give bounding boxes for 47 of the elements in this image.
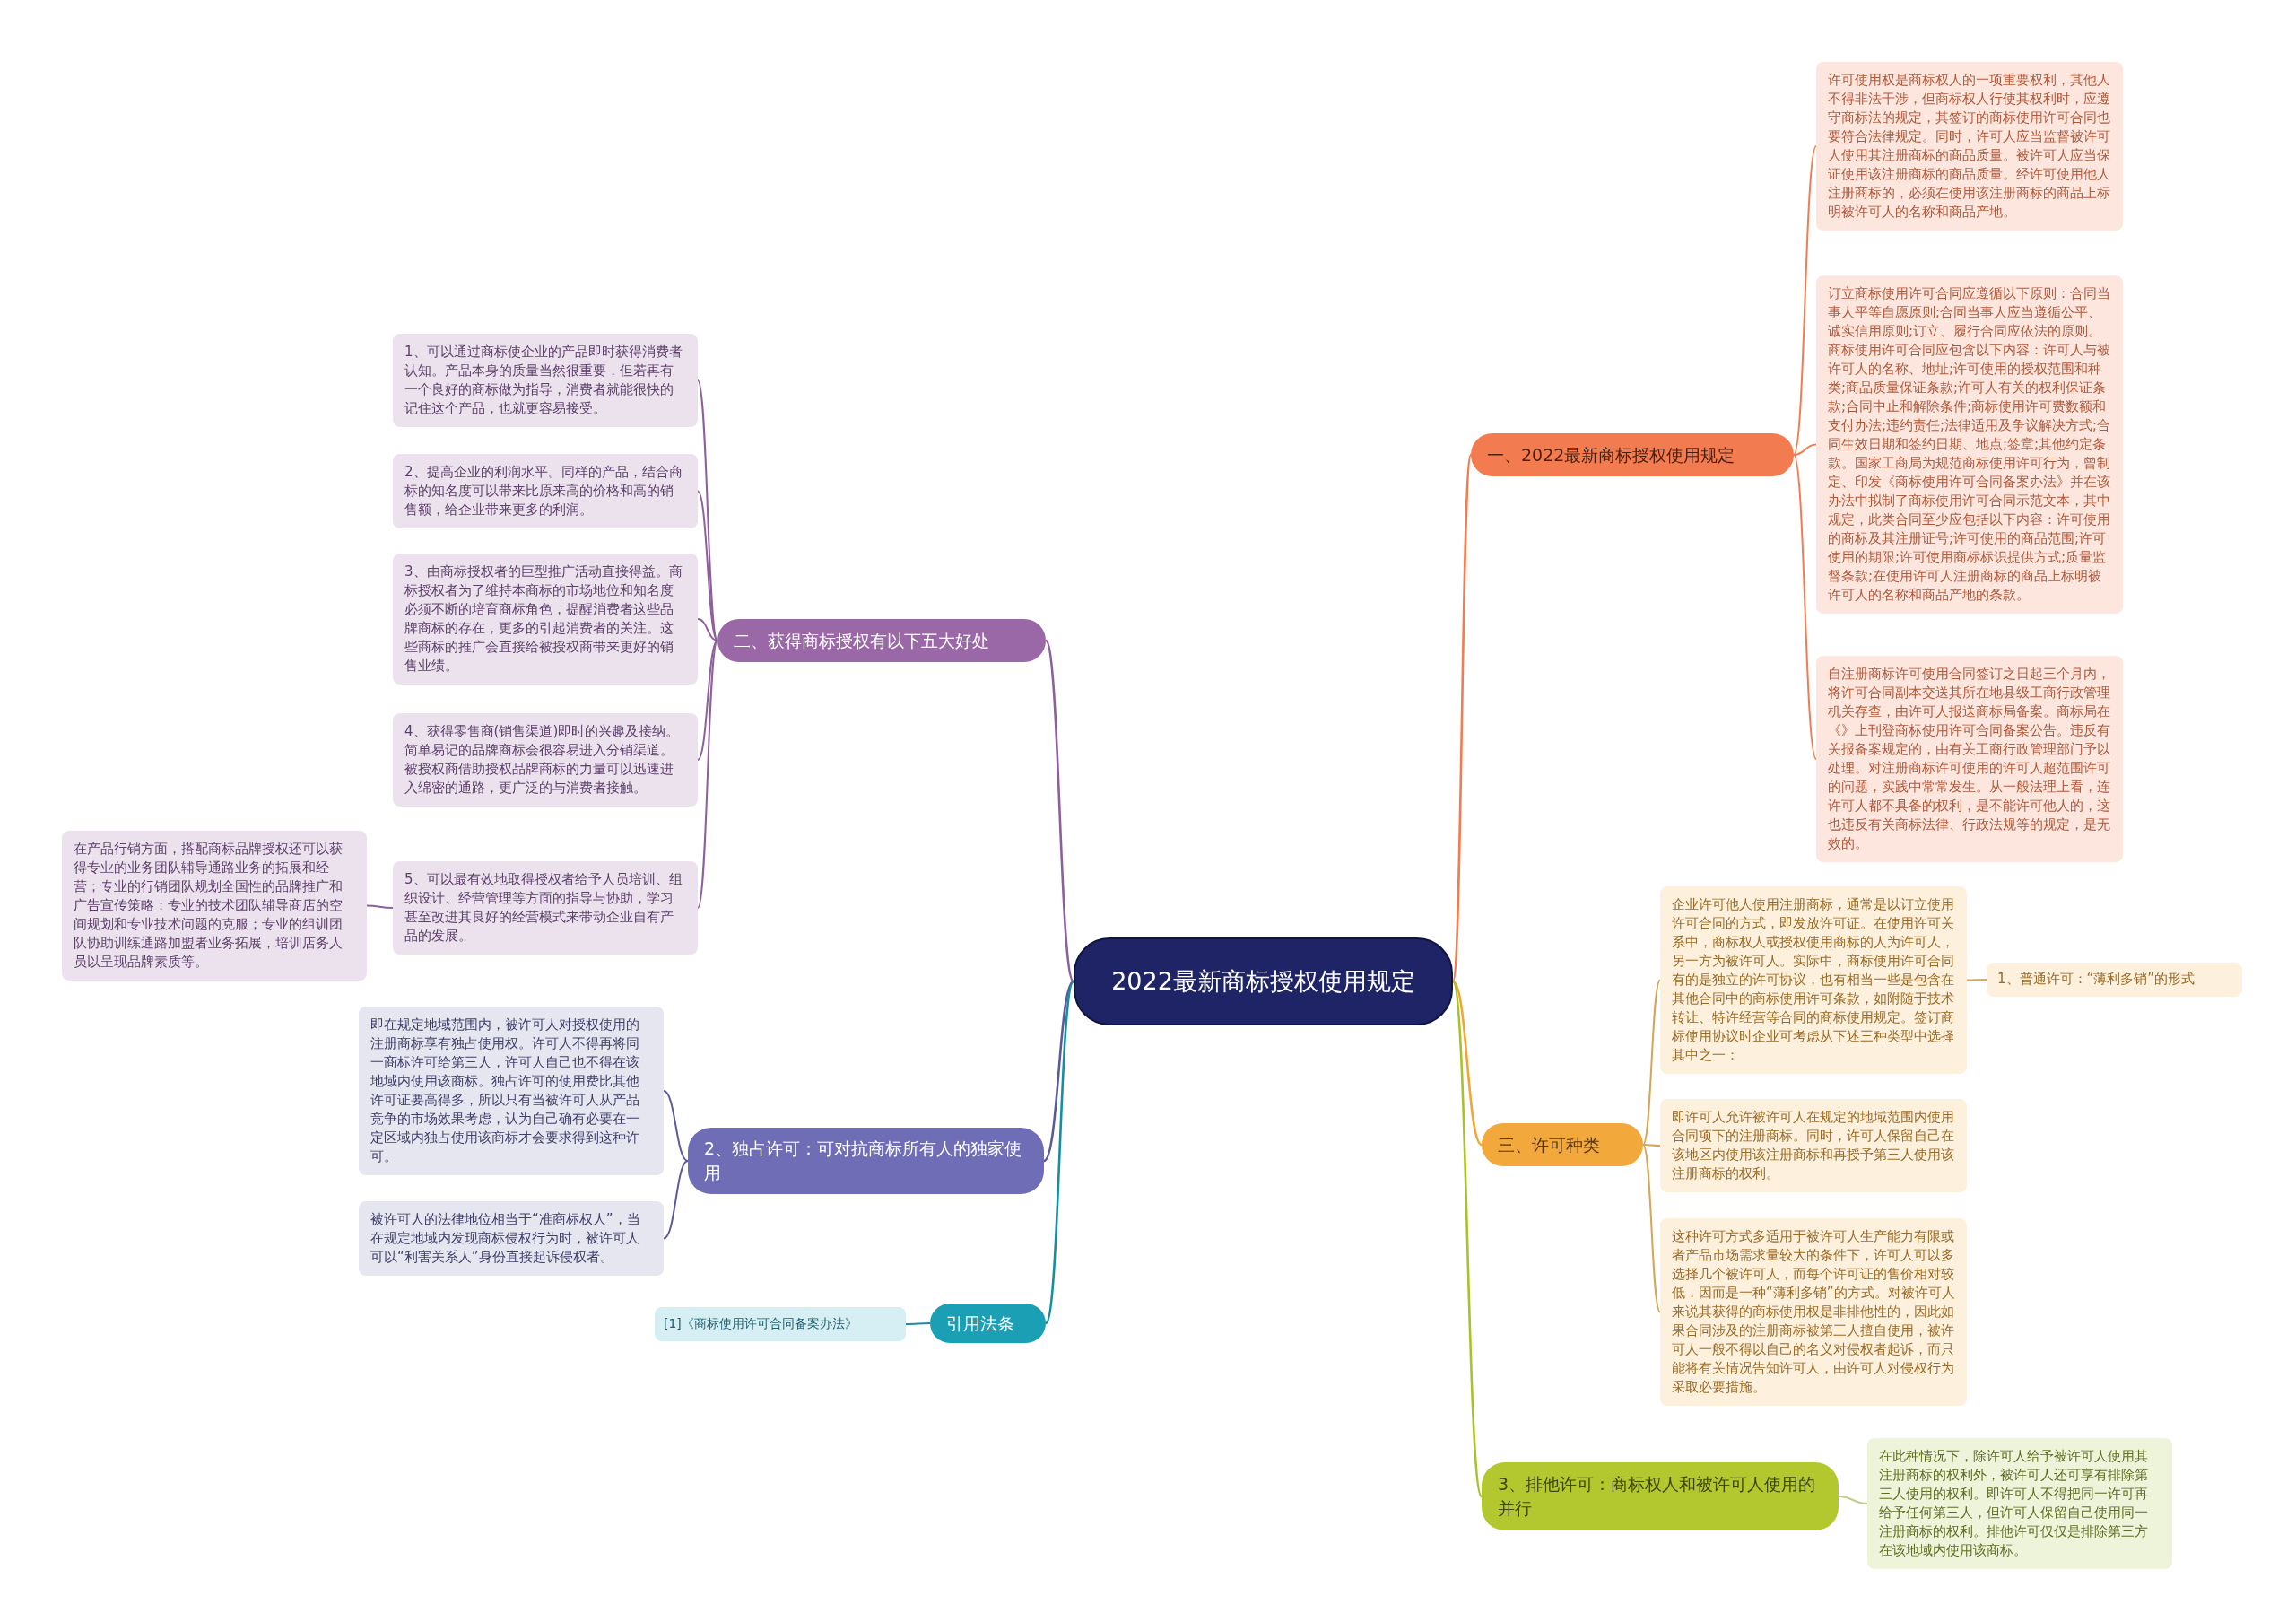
topic-card: 4、获得零售商(销售渠道)即时的兴趣及接纳。简单易记的品牌商标会很容易进入分销渠道。被授权商借助授权品牌商标的力量可以迅速进入绵密的通路，更广泛的与消费者接触。: [393, 713, 698, 807]
branch-topic: 引用法条: [930, 1304, 1046, 1343]
topic-card: 订立商标使用许可合同应遵循以下原则：合同当事人平等自愿原则;合同当事人应当遵循公平、诚实信用原则;订立、履行合同应依法的原则。商标使用许可合同应包含以下内容：许可人与被许可人的名称、地址;许可使用的授权范围和种类;商品质量保证条款;许可人有关的权利保证条款;合同中止和解除条件;商标使用许可费数额和支付办法;违约责任;法律适用及争议解决方式;合同生效日期和签约日期、地点;签章;其他约定条款。国家工商局为规范商标使用许可行为，曾制定、印发《商标使用许可合同备案办法》并在该办法中拟制了商标使用许可合同示范文本，其中规定，此类合同至少应包括以下内容：许可使用的商标及其注册证号;许可使用的商品范围;许可使用的期限;许可使用商标标识提供方式;质量监督条款;在使用许可人注册商标的商品上标明被许可人的名称和商品产地的条款。: [1816, 275, 2123, 614]
topic-card: 在此种情况下，除许可人给予被许可人使用其注册商标的权利外，被许可人还可享有排除第三人使用的权利。即许可人不得把同一许可再给予任何第三人，但许可人保留自己使用同一注册商标的权利。排他许可仅仅是排除第三方在该地域内使用该商标。: [1867, 1438, 2172, 1569]
connector: [663, 1090, 689, 1162]
connector: [697, 640, 718, 761]
topic-card: 即在规定地域范围内，被许可人对授权使用的注册商标享有独占使用权。许可人不得再将同一商标许可给第三人，许可人自己也不得在该地域内使用该商标。独占许可的使用费比其他许可证要高得多，所以只有当被许可人从产品竞争的市场效果考虑，认为自己确有必要在一定区域内独占使用该商标才会要求得到这种许可。: [359, 1007, 664, 1175]
central-topic: 2022最新商标授权使用规定: [1074, 937, 1453, 1025]
connector: [697, 618, 718, 641]
topic-card: 这种许可方式多适用于被许可人生产能力有限或者产品市场需求量较大的条件下，许可人可以多选择几个被许可人，而每个许可证的售价相对较低，因而是一种“薄利多销”的方式。对被许可人来说其获得的商标使用权是非排他性的，因此如果合同涉及的注册商标被第三人擅自使用，被许可人一般不得以自己的名义对侵权者起诉，而只能将有关情况告知许可人，由许可人对侵权行为采取必要措施。: [1660, 1218, 1967, 1406]
topic-card: 在产品行销方面，搭配商标品牌授权还可以获得专业的业务团队辅导通路业务的拓展和经营；专业的行销团队规划全国性的品牌推广和广告宣传策略；专业的技术团队辅导商店的空间规划和专业技术问题的克服；专业的组训团队协助训练通路加盟者业务拓展，培训店务人员以呈现品牌素质等。: [62, 831, 367, 981]
topic-card: 5、可以最有效地取得授权者给予人员培训、组织设计、经营管理等方面的指导与协助，学习甚至改进其良好的经营模式来带动企业自有产品的发展。: [393, 861, 698, 955]
topic-card: 被许可人的法律地位相当于“准商标权人”，当在规定地域内发现商标侵权行为时，被许可人可以“利害关系人”身份直接起诉侵权者。: [359, 1201, 664, 1276]
connector: [1451, 981, 1483, 1497]
connector: [1044, 640, 1075, 982]
topic-card: 即许可人允许被许可人在规定的地域范围内使用合同项下的注册商标。同时，许可人保留自己在该地区内使用该注册商标和再授予第三人使用该注册商标的权利。: [1660, 1099, 1967, 1192]
connector: [1793, 443, 1817, 456]
connector: [366, 904, 394, 909]
connector: [697, 379, 718, 641]
branch-topic: 一、2022最新商标授权使用规定: [1471, 433, 1794, 476]
connector: [1044, 981, 1075, 1324]
topic-card: 3、由商标授权者的巨型推广活动直接得益。商标授权者为了维持本商标的市场地位和知名度必须不断的培育商标角色，提醒消费者这些品牌商标的存在，更多的引起消费者的关注。这些商标的推广会直接给被授权商带来更好的销售业绩。: [393, 554, 698, 685]
connector: [697, 640, 718, 909]
branch-topic: 二、获得商标授权有以下五大好处: [718, 619, 1046, 662]
connector: [905, 1322, 931, 1325]
topic-card: 自注册商标许可使用合同签订之日起三个月内，将许可合同副本交送其所在地县级工商行政管理机关存查，由许可人报送商标局备案。商标局在《》上刊登商标使用许可合同备案公告。违反有关报备案规定的，由有关工商行政管理部门予以处理。对注册商标许可使用的许可人超范围许可的问题，实践中常常发生。从一般法理上看，连许可人都不具备的权利，是不能许可他人的，这也违反有关商标法律、行政法规等的规定，是无效的。: [1816, 656, 2123, 862]
connector: [1451, 454, 1473, 982]
topic-card: 企业许可他人使用注册商标，通常是以订立使用许可合同的方式，即发放许可证。在使用许可关系中，商标权人或授权使用商标的人为许可人，另一方为被许可人。实际中，商标使用许可合同有的是独立的许可协议，也有相当一些是包含在其他合同中的商标使用许可条款，如附随于技术转让、特许经营等合同的商标使用规定。签订商标使用协议时企业可考虑从下述三种类型中选择其中之一：: [1660, 886, 1967, 1074]
topic-card: 1、可以通过商标使企业的产品即时获得消费者认知。产品本身的质量当然很重要，但若再有一个良好的商标做为指导，消费者就能很快的记住这个产品，也就更容易接受。: [393, 334, 698, 427]
connector: [697, 490, 718, 641]
branch-topic: 2、独占许可：可对抗商标所有人的独家使用: [688, 1128, 1044, 1194]
topic-card: 2、提高企业的利润水平。同样的产品，结合商标的知名度可以带来比原来高的价格和高的销售额，给企业带来更多的利润。: [393, 454, 698, 528]
connector: [1642, 1144, 1661, 1313]
connector: [1793, 454, 1817, 760]
branch-topic: 三、许可种类: [1482, 1123, 1643, 1166]
connector: [1793, 145, 1817, 456]
connector: [1642, 979, 1661, 1146]
connector: [1452, 981, 1483, 1146]
topic-card: [1]《商标使用许可合同备案办法》: [655, 1307, 906, 1341]
topic-card: 1、普通许可：“薄利多销”的形式: [1987, 963, 2242, 997]
topic-card: 许可使用权是商标权人的一项重要权利，其他人不得非法干涉，但商标权人行使其权利时，应遵守商标法的规定，其签订的商标使用许可合同也要符合法律规定。同时，许可人应当监督被许可人使用其注册商标的商品质量。被许可人应当保证使用该注册商标的商品质量。经许可使用他人注册商标的，必须在使用该注册商标的商品上标明被许可人的名称和商品产地。: [1816, 62, 2123, 231]
connector: [1838, 1496, 1868, 1504]
connector: [1966, 979, 1987, 981]
branch-topic: 3、排他许可：商标权人和被许可人使用的并行: [1482, 1462, 1839, 1530]
connector: [663, 1160, 689, 1240]
connector: [1642, 1144, 1661, 1147]
connector: [1043, 981, 1074, 1162]
